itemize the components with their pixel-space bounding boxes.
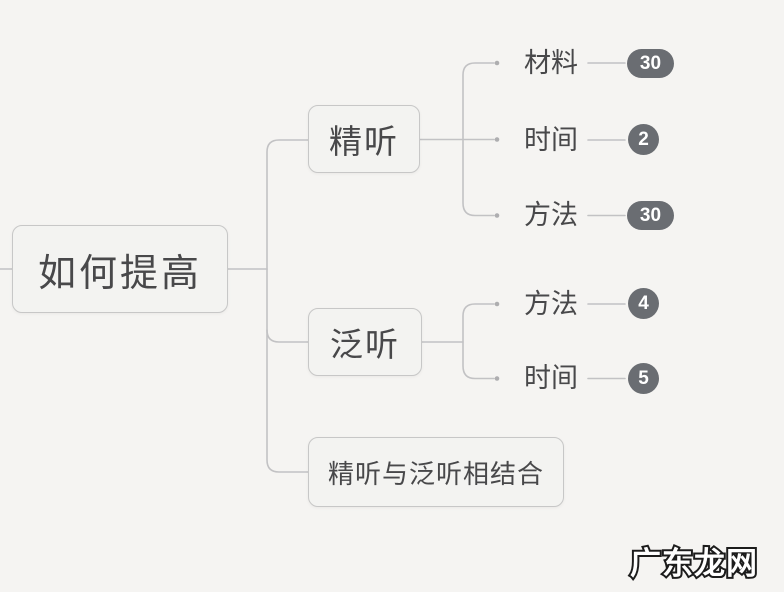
connector-extensive-leaves	[462, 303, 495, 380]
node-branch-extensive-listening: 泛听	[308, 308, 422, 376]
node-branch-intensive-listening: 精听	[308, 105, 420, 173]
leaf-label-method-extensive: 方法	[524, 289, 578, 319]
leaf-label-method-intensive: 方法	[524, 200, 578, 230]
watermark-text: 广东龙网	[630, 546, 758, 581]
count-badge-method-intensive: 30	[627, 201, 674, 230]
count-badge-material: 30	[627, 49, 674, 78]
leaf-label-time-intensive: 时间	[524, 125, 578, 155]
leaf-label-material: 材料	[524, 48, 578, 78]
leaf-label-time-extensive: 时间	[524, 363, 578, 393]
node-root: 如何提高	[12, 225, 228, 313]
count-badge-time-extensive: 5	[628, 363, 659, 394]
connector-branch-extensive	[266, 329, 309, 343]
leaf-anchor-dots	[494, 60, 500, 381]
watermark: 广东龙网	[628, 544, 759, 583]
count-badge-time-intensive: 2	[628, 124, 659, 155]
connector-branch-intensive	[266, 139, 309, 270]
count-badge-method-extensive: 4	[628, 288, 659, 319]
connector-intensive-leaves	[462, 62, 495, 217]
node-branch-combined-listening: 精听与泛听相结合	[308, 437, 564, 507]
connector-branch-combined	[266, 268, 309, 473]
